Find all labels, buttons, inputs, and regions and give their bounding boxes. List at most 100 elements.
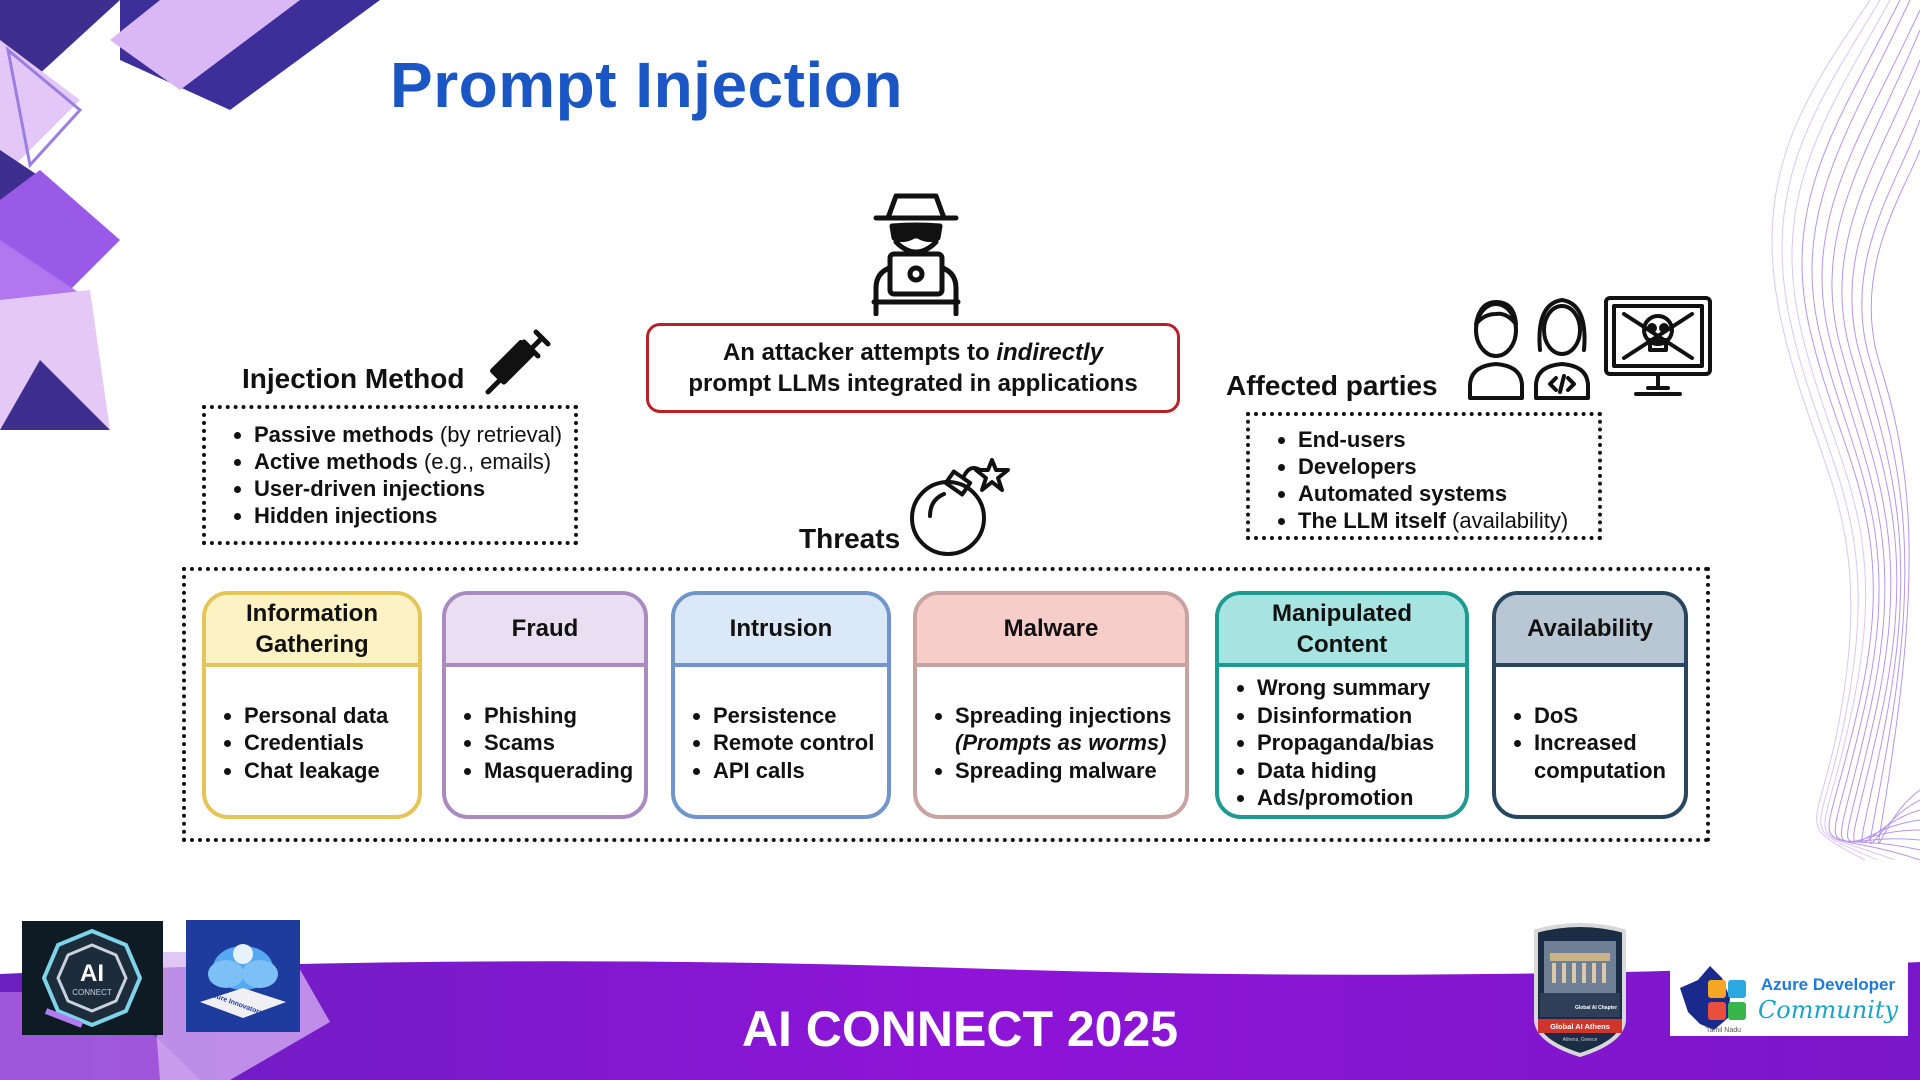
injection-method-item: Active methods (e.g., emails) xyxy=(254,448,574,475)
adc-logo-region: Tamil Nadu xyxy=(1706,1027,1741,1034)
threat-card-body: PersistenceRemote controlAPI calls xyxy=(675,667,887,815)
threat-item-text: Spreading malware xyxy=(955,757,1157,783)
threat-item-text: Ads/promotion xyxy=(1257,785,1414,811)
injection-method-item-strong: User-driven injections xyxy=(254,476,486,501)
threat-card-title: Intrusion xyxy=(675,595,887,667)
threat-item: Spreading injections(Prompts as worms) xyxy=(955,702,1185,757)
athens-logo-location: Athens, Greece xyxy=(1563,1037,1598,1043)
page-title: Prompt Injection xyxy=(390,49,903,121)
threat-item-text: Scams xyxy=(484,730,555,756)
threat-card-title: Malware xyxy=(917,595,1185,667)
injection-method-item-note: (by retrieval) xyxy=(433,422,563,447)
threat-card-body: Spreading injections(Prompts as worms)Sp… xyxy=(917,667,1185,815)
bomb-icon xyxy=(910,458,1010,556)
threat-item: Data hiding xyxy=(1257,757,1465,785)
threat-item-text: Phishing xyxy=(484,702,577,728)
injection-method-item: Hidden injections xyxy=(254,502,574,529)
affected-party-item: End-users xyxy=(1298,426,1598,453)
threat-card-title: Information Gathering xyxy=(206,595,418,667)
global-ai-athens-logo: Global AI Chapter Global AI Athens Athen… xyxy=(1534,923,1626,1057)
compromised-monitor-icon xyxy=(1604,296,1712,396)
threat-item-text: Chat leakage xyxy=(244,757,380,783)
injection-method-item-note: (e.g., emails) xyxy=(417,449,552,474)
injection-method-item-strong: Active methods xyxy=(254,449,418,474)
threat-item-text: Data hiding xyxy=(1257,757,1377,783)
injection-method-item-strong: Hidden injections xyxy=(254,503,438,528)
threat-item: Remote control xyxy=(713,729,887,757)
threat-item: Disinformation xyxy=(1257,702,1465,730)
threat-item-text: Disinformation xyxy=(1257,702,1413,728)
threat-item: Wrong summary xyxy=(1257,674,1465,702)
threat-item: Scams xyxy=(484,729,644,757)
affected-party-item-strong: Developers xyxy=(1298,454,1417,479)
injection-method-list: Passive methods (by retrieval)Active met… xyxy=(202,405,578,545)
threat-card-list: DoSIncreased computation xyxy=(1496,702,1684,785)
ai-logo-text: AI xyxy=(80,960,104,987)
athens-logo-chapter: Global AI Chapter xyxy=(1575,1005,1617,1011)
threat-card: FraudPhishingScamsMasquerading xyxy=(442,591,648,819)
threat-card-list: PhishingScamsMasquerading xyxy=(446,702,644,785)
threat-card-title: Availability xyxy=(1496,595,1684,667)
threat-item-text: Propaganda/bias xyxy=(1257,730,1435,756)
threat-item-text: Masquerading xyxy=(484,757,634,783)
user-icon xyxy=(1468,300,1524,400)
threat-item: Increased computation xyxy=(1534,729,1684,784)
threat-card-list: Personal dataCredentialsChat leakage xyxy=(206,702,418,785)
threat-card: IntrusionPersistenceRemote controlAPI ca… xyxy=(671,591,891,819)
threats-heading: Threats xyxy=(799,523,901,554)
attacker-line-2: prompt LLMs integrated in applications xyxy=(688,370,1138,397)
affected-parties-heading: Affected parties xyxy=(1226,370,1438,401)
threat-item-text: Remote control xyxy=(713,730,875,756)
threat-item: Spreading malware xyxy=(955,757,1185,785)
injection-method-item: User-driven injections xyxy=(254,475,574,502)
affected-parties-list: End-usersDevelopersAutomated systemsThe … xyxy=(1246,412,1602,540)
threat-item: Chat leakage xyxy=(244,757,418,785)
injection-method-item-strong: Passive methods xyxy=(254,422,434,447)
threat-card-body: DoSIncreased computation xyxy=(1496,667,1684,815)
threat-item: API calls xyxy=(713,757,887,785)
athens-logo-name: Global AI Athens xyxy=(1550,1022,1610,1031)
threat-item-text: Persistence xyxy=(713,702,837,728)
threat-item: Ads/promotion xyxy=(1257,784,1465,812)
syringe-icon xyxy=(485,329,551,395)
threat-item-text: Wrong summary xyxy=(1257,675,1431,701)
injection-method-heading: Injection Method xyxy=(242,363,465,394)
threat-card-body: Personal dataCredentialsChat leakage xyxy=(206,667,418,815)
affected-party-item-strong: Automated systems xyxy=(1298,481,1508,506)
ai-connect-logo: AI CONNECT xyxy=(22,921,163,1035)
threat-item-text: Personal data xyxy=(244,702,389,728)
threat-item-text: Spreading injections xyxy=(955,702,1172,728)
injection-method-item: Passive methods (by retrieval) xyxy=(254,421,574,448)
threat-item: DoS xyxy=(1534,702,1684,730)
azure-developer-community-logo: Tamil Nadu Azure Developer Community xyxy=(1670,958,1908,1036)
footer-event-title: AI CONNECT 2025 xyxy=(741,1001,1179,1057)
threat-card-title: Fraud xyxy=(446,595,644,667)
hacker-icon xyxy=(871,193,961,316)
threat-card-body: Wrong summaryDisinformationPropaganda/bi… xyxy=(1219,667,1465,815)
azure-innovators-hub-logo: Azure Innovators Hub xyxy=(186,920,300,1032)
attacker-emphasis: indirectly xyxy=(996,338,1104,366)
threat-card-list: PersistenceRemote controlAPI calls xyxy=(675,702,887,785)
attacker-line-1: An attacker attempts to indirectly xyxy=(723,337,1103,368)
threat-item: Phishing xyxy=(484,702,644,730)
threat-item: Persistence xyxy=(713,702,887,730)
threat-card: Manipulated ContentWrong summaryDisinfor… xyxy=(1215,591,1469,819)
threat-item: Personal data xyxy=(244,702,418,730)
developer-icon xyxy=(1534,298,1590,400)
threat-item: Credentials xyxy=(244,729,418,757)
threat-item-note: (Prompts as worms) xyxy=(955,730,1167,756)
attacker-statement: An attacker attempts to indirectly promp… xyxy=(646,323,1180,413)
threat-item-text: DoS xyxy=(1534,702,1578,728)
threat-item: Masquerading xyxy=(484,757,644,785)
adc-logo-title: Azure Developer xyxy=(1761,975,1896,994)
threat-card: Information GatheringPersonal dataCreden… xyxy=(202,591,422,819)
threat-item: Propaganda/bias xyxy=(1257,729,1465,757)
threat-card: AvailabilityDoSIncreased computation xyxy=(1492,591,1688,819)
threat-card-list: Spreading injections(Prompts as worms)Sp… xyxy=(917,702,1185,785)
decorative-wave-right xyxy=(1771,0,1920,860)
threat-item-text: API calls xyxy=(713,757,805,783)
threat-item-text: Increased computation xyxy=(1534,730,1666,783)
affected-party-item-strong: End-users xyxy=(1298,427,1406,452)
adc-logo-community: Community xyxy=(1758,996,1899,1024)
affected-party-item-note: (availability) xyxy=(1445,508,1569,533)
